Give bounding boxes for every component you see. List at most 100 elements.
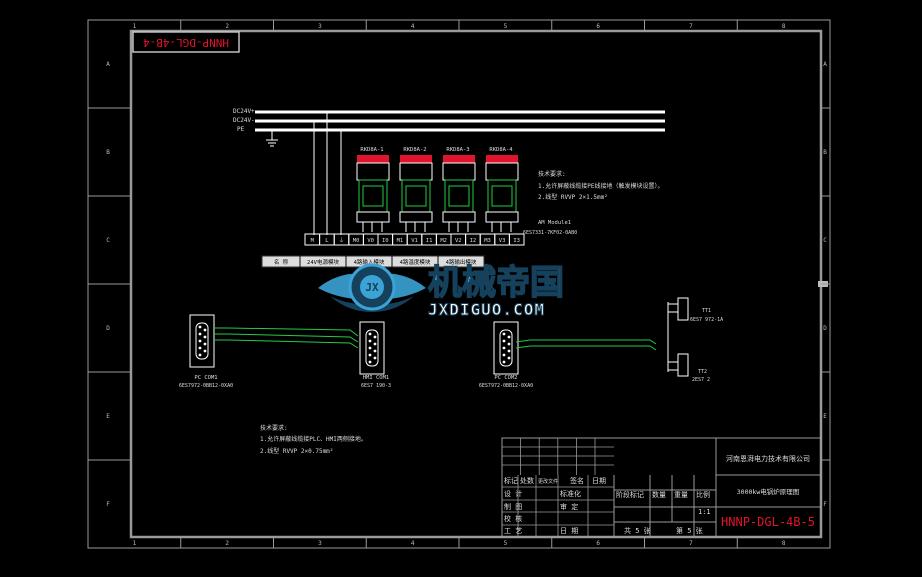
tb-draw: 制 图: [504, 502, 522, 511]
notes-lower-line1: 1.允许屏蔽线缆接PLC、HMI两侧接地。: [260, 435, 367, 443]
device-tt2-label: TT2: [698, 369, 707, 375]
tb-check: 校 核: [504, 514, 522, 523]
terminal-label: V2: [455, 238, 462, 244]
terminal-label: V1: [411, 238, 418, 244]
bus-label-3: PE: [237, 126, 245, 133]
am-module-part: 6ES7331-7KF02-0AB0: [523, 230, 577, 236]
zone-grid: [88, 20, 830, 548]
tb-drawing-number: HNNP-DGL-4B-5: [721, 515, 815, 529]
power-buses: DC24V+ DC24V- PE: [233, 108, 665, 235]
zone-row-label: D: [106, 325, 110, 332]
module-body: [442, 162, 476, 181]
strip-cell-label: 名 称: [274, 258, 289, 266]
zone-row-label: A: [106, 61, 110, 68]
terminal-label: M3: [484, 238, 491, 244]
code-box-topleft: [132, 31, 240, 53]
zone-row-label: C: [106, 237, 110, 244]
bus-label-2: DC24V-: [233, 117, 255, 124]
notes-upper-heading: 技术要求:: [538, 170, 566, 178]
zone-row-label: D: [823, 325, 827, 332]
tb-stage: 阶段标记: [616, 490, 644, 499]
watermark-cn: 机械帝国: [428, 263, 564, 303]
terminal-label: I2: [470, 238, 477, 244]
device-tt1-label: TT1: [702, 308, 711, 314]
terminal-label: M1: [397, 238, 404, 244]
zone-col-label: 2: [225, 23, 229, 30]
zone-col-label: 5: [504, 540, 508, 547]
zone-col-label: 3: [318, 23, 322, 30]
connector-label: PC COM2: [494, 375, 517, 381]
tb-sign: 签名: [570, 476, 584, 485]
module-header: [357, 155, 389, 163]
tb-scale: 1:1: [698, 508, 711, 516]
tb-ratio: 比例: [696, 490, 710, 499]
module-body: [399, 162, 433, 181]
tb-date2: 日 期: [560, 527, 578, 535]
tb-qty: 数量: [652, 490, 666, 499]
zone-row-label: E: [106, 413, 110, 420]
terminal-label: I1: [426, 238, 433, 244]
module-header: [443, 155, 475, 163]
connector-part: 6ES7972-0BB12-0XA0: [179, 383, 233, 389]
zone-col-label: 4: [411, 23, 415, 30]
notes-upper: 技术要求: 1.允许屏蔽线缆接PE线接地（触发模块设置）。 2.线型 RVVP …: [538, 170, 663, 201]
tb-drawing-title: 3000kw电锅炉原理图: [737, 487, 799, 496]
zone-row-label: B: [823, 149, 827, 156]
tb-sheet-no: 第 5 张: [676, 526, 703, 535]
zone-row-label: F: [823, 501, 827, 508]
tb-review: 审 定: [560, 502, 578, 511]
tb-design: 设 计: [504, 489, 522, 498]
terminal-label: ⏚: [339, 237, 345, 244]
notes-upper-line2: 2.线型 RVVP 2×1.5mm²: [538, 193, 608, 201]
zone-row-label: C: [823, 237, 827, 244]
zone-row-label: A: [823, 61, 827, 68]
module-header: [486, 155, 518, 163]
terminal-label: M: [311, 238, 315, 244]
zone-col-label: 8: [782, 23, 786, 30]
module-header: [400, 155, 432, 163]
strip-cell-label: 4路输出模块: [446, 258, 477, 266]
terminal-label: I0: [382, 238, 389, 244]
zone-col-label: 7: [689, 540, 693, 547]
zone-col-label: 3: [318, 540, 322, 547]
svg-text:JX: JX: [365, 281, 379, 294]
device-tt1-part: 6ES7 972-1A: [690, 317, 723, 323]
tb-date: 日期: [592, 477, 606, 485]
terminal-cell: [508, 233, 525, 246]
tb-count: 处数: [520, 476, 534, 485]
zone-col-label: 1: [133, 540, 137, 547]
terminal-label: I3: [513, 238, 520, 244]
zone-row-label: E: [823, 413, 827, 420]
device-tt2-part: 2ES7 2: [692, 377, 710, 383]
am-module-label: AM Module1: [538, 220, 571, 226]
code-topleft: HNNP-DGL-4B-4: [143, 36, 229, 49]
connector-part: 6ES7 190-3: [361, 383, 391, 389]
zone-col-label: 6: [596, 23, 600, 30]
connector-part: 6ES7972-0BB12-0XA0: [479, 383, 533, 389]
zone-col-label: 4: [411, 540, 415, 547]
watermark-en: JXDIGUO.COM: [428, 300, 545, 319]
terminal-label: M0: [353, 238, 360, 244]
tb-sheets-total: 共 5 张: [624, 526, 651, 535]
site-watermark-logo: JX 机械帝国 JXDIGUO.COM: [318, 262, 565, 320]
notes-upper-line1: 1.允许屏蔽线缆接PE线接地（触发模块设置）。: [538, 182, 663, 190]
bus-label-1: DC24V+: [233, 108, 255, 115]
zone-col-label: 8: [782, 540, 786, 547]
zone-col-label: 1: [133, 23, 137, 30]
strip-cell-label: 4路温度模块: [400, 258, 431, 266]
module-body: [485, 162, 519, 181]
zone-row-label: B: [106, 149, 110, 156]
tb-standard: 标准化: [560, 489, 581, 498]
db9-connector: [359, 321, 385, 375]
zone-col-label: 2: [225, 540, 229, 547]
db9-connector: [189, 314, 215, 368]
right-devices: TT1 6ES7 972-1A TT2 2ES7 2: [667, 297, 723, 383]
module-label: RKD8A-3: [446, 147, 469, 153]
module-label: RKD8A-4: [489, 147, 513, 153]
module-label: RKD8A-1: [360, 147, 383, 153]
